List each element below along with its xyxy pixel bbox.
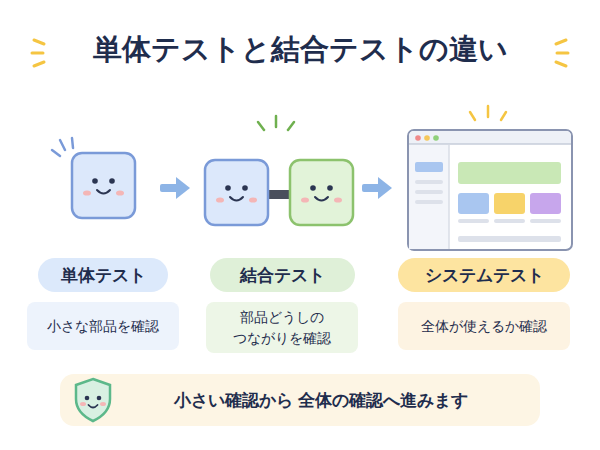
stage-label: 単体テスト [38, 258, 168, 292]
description-box: 部品どうしの つながりを確認 [206, 302, 358, 353]
description-text: 部品どうしの つながりを確認 [220, 307, 344, 348]
summary-banner: 小さい確認から 全体の確認へ進みます [60, 374, 540, 426]
integration-cubes [205, 160, 353, 225]
stage-label: 結合テスト [210, 258, 355, 292]
shield-icon [72, 377, 114, 423]
diagram-title: 単体テストと結合テストの違い [0, 30, 600, 70]
sparkle [52, 138, 73, 156]
stage-label: システムテスト [398, 258, 570, 292]
stage-name: 結合テスト [240, 264, 325, 287]
sparkle [470, 106, 506, 120]
description-text: 小さな部品を確認 [47, 316, 159, 336]
browser-window [408, 130, 572, 250]
description-box: 小さな部品を確認 [27, 302, 179, 350]
sparkle [258, 116, 294, 130]
description-box: 全体が使えるか確認 [398, 302, 570, 350]
description-text: 全体が使えるか確認 [421, 316, 547, 336]
stage-name: 単体テスト [61, 264, 146, 287]
unit-cube [72, 153, 135, 218]
flow-arrow [160, 177, 190, 199]
stage-name: システムテスト [425, 264, 544, 287]
flow-arrow [362, 177, 392, 199]
description-text: 小さい確認から 全体の確認へ進みます [174, 389, 469, 412]
